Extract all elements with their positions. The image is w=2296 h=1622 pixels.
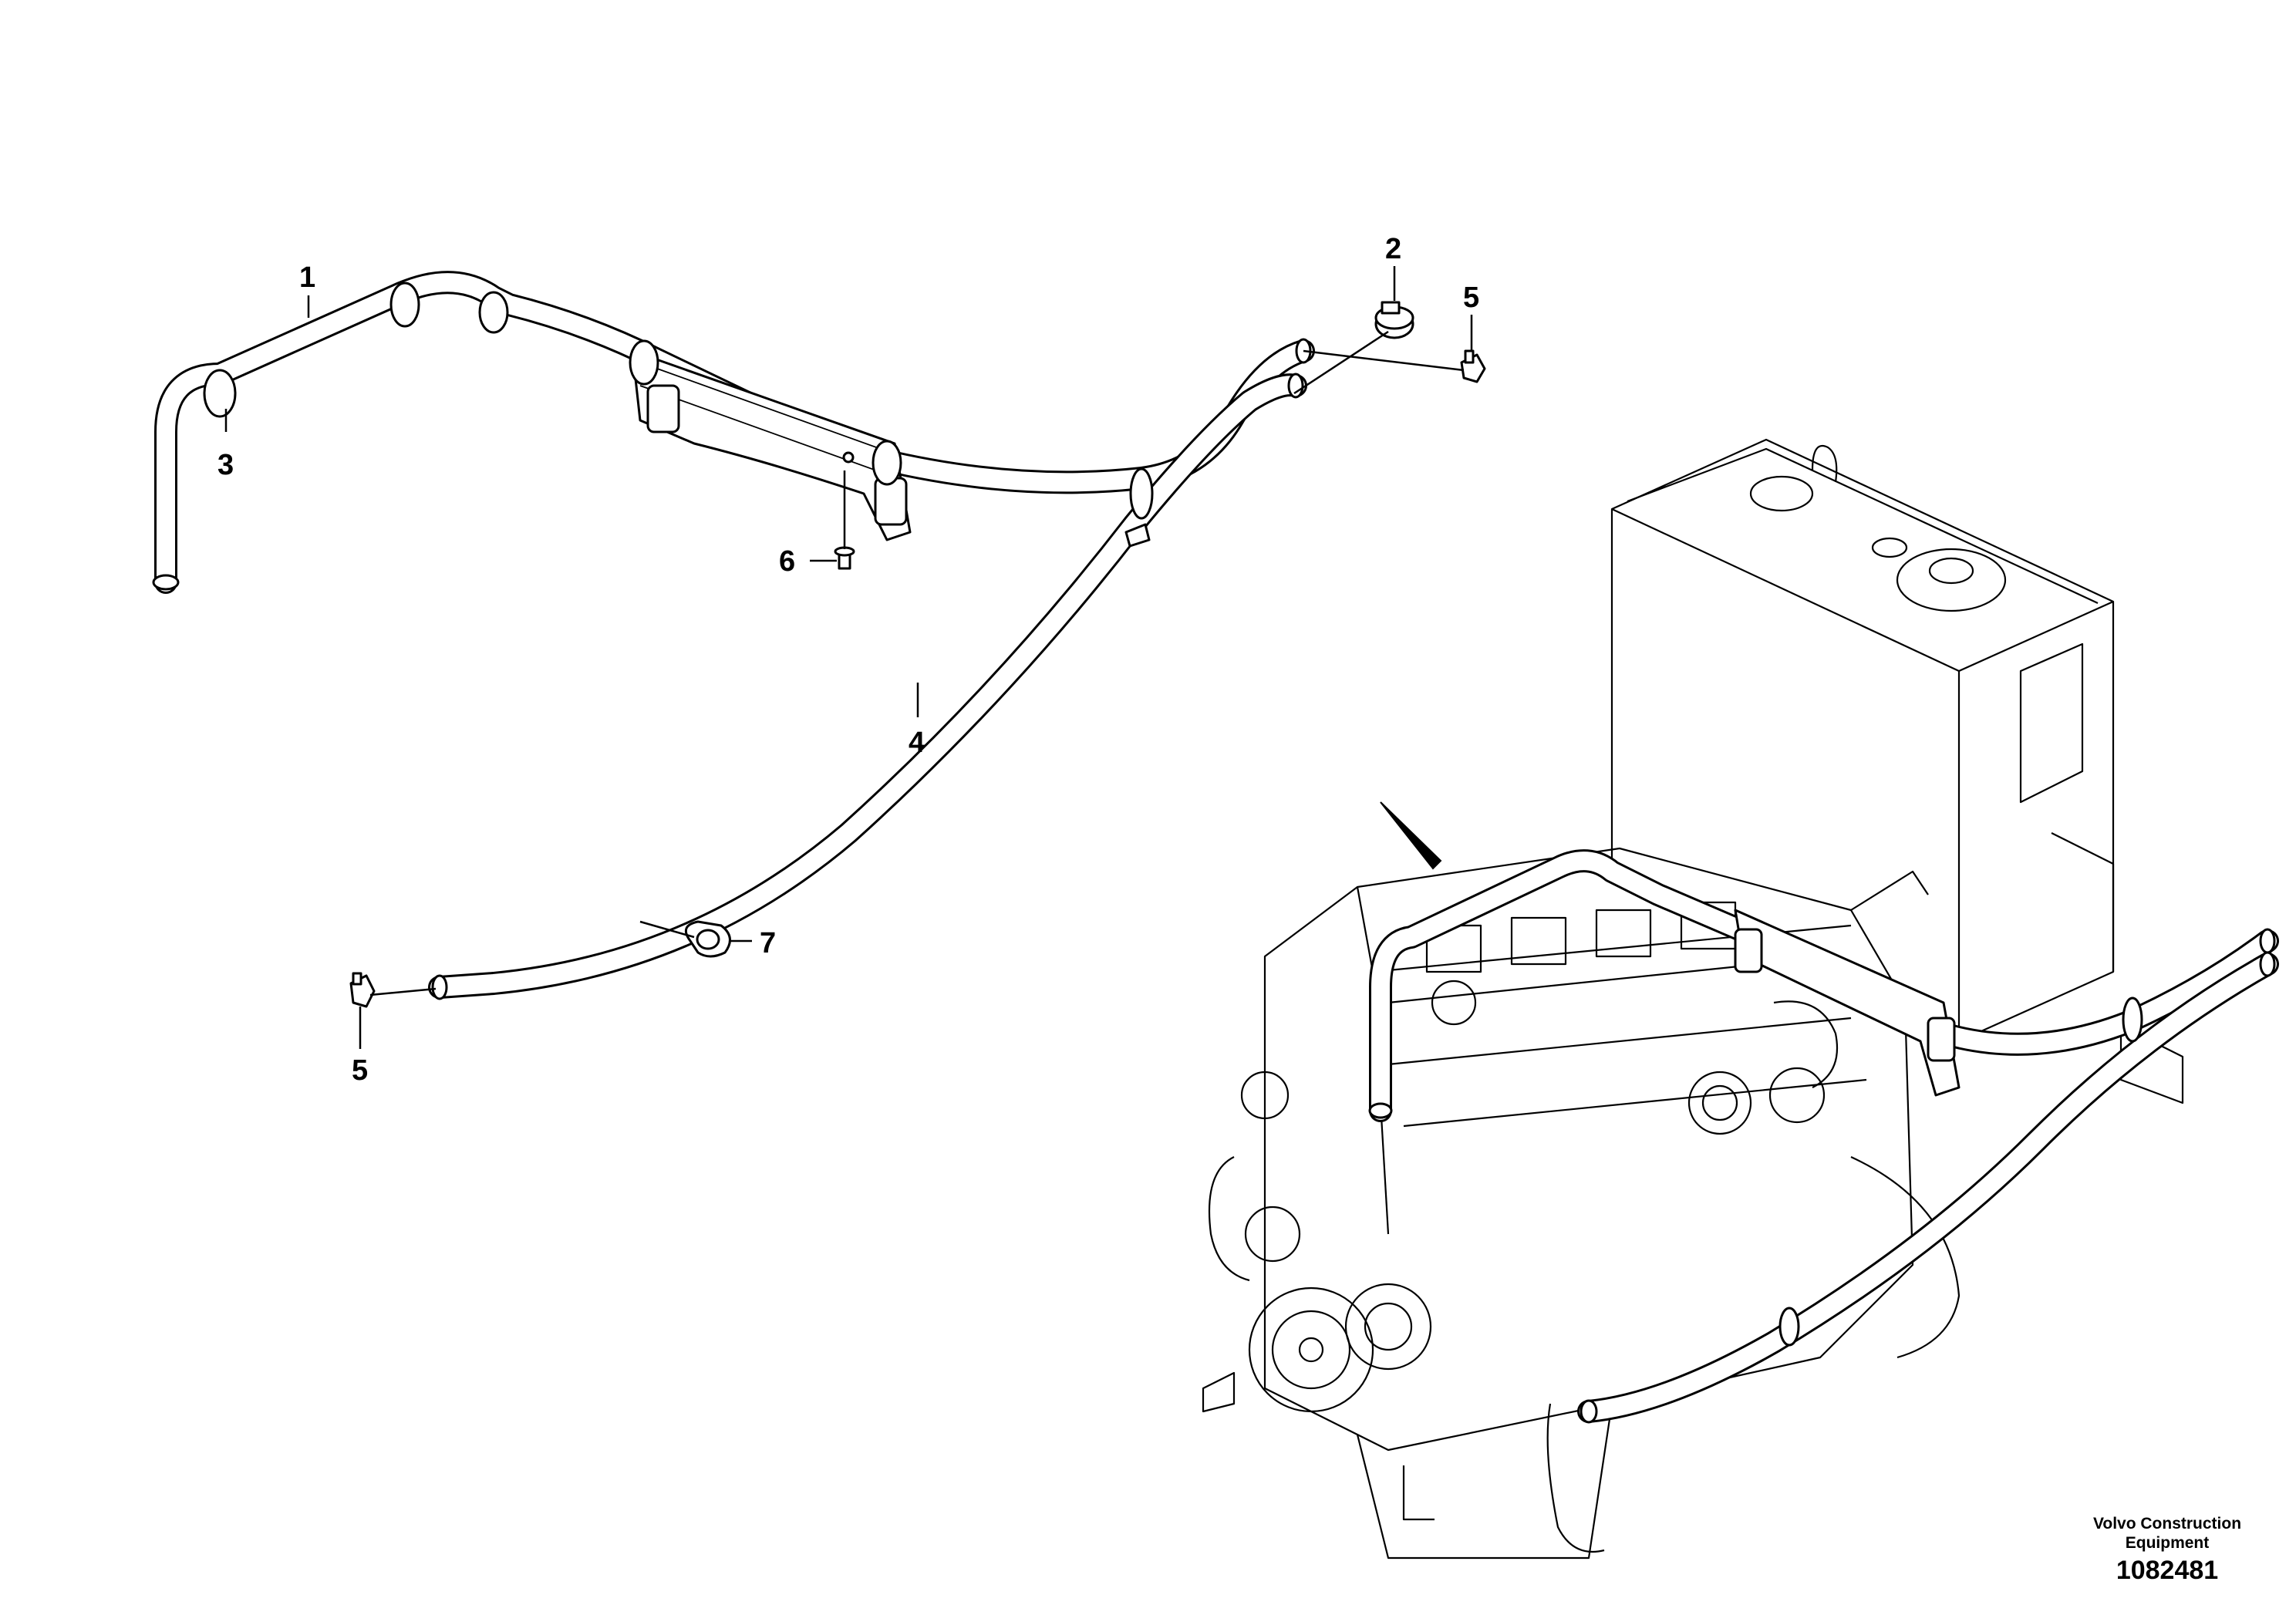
hose-clamp-2 <box>1374 301 1414 339</box>
callout-6: 6 <box>779 545 795 578</box>
hose-clip-5-top <box>1460 349 1486 383</box>
hose-4 <box>428 373 1307 1000</box>
flange-screw-6 <box>834 546 855 570</box>
callout-4: 4 <box>909 727 925 759</box>
callouts: 1 2 3 4 5 5 6 7 <box>217 233 1479 1087</box>
clamp-3-mid <box>478 291 902 486</box>
engine-block <box>1202 847 2184 1560</box>
radiator <box>1610 438 2115 1043</box>
callout-7: 7 <box>760 927 776 959</box>
clamp-3-left <box>203 282 420 418</box>
callout-5-top: 5 <box>1463 282 1479 314</box>
callout-2: 2 <box>1385 233 1401 265</box>
company-name-line2: Equipment <box>2126 1534 2210 1552</box>
leader-lines <box>224 266 1473 1049</box>
p-clamp-7 <box>684 920 731 958</box>
direction-arrow <box>1380 801 1442 870</box>
company-name-line1: Volvo Construction <box>2093 1515 2241 1533</box>
document-number: 1082481 <box>2116 1556 2218 1585</box>
clamp-junction <box>1124 467 1154 548</box>
installed-hoses <box>1368 849 2279 1424</box>
callout-1: 1 <box>299 261 315 294</box>
hose-clip-5-bottom <box>349 972 376 1008</box>
footer: Volvo Construction Equipment 1082481 <box>2093 1515 2241 1585</box>
callout-3: 3 <box>217 449 234 481</box>
callout-5-bottom: 5 <box>352 1054 368 1087</box>
engine-assembly <box>1202 438 2279 1560</box>
hose-bracket <box>631 349 912 541</box>
